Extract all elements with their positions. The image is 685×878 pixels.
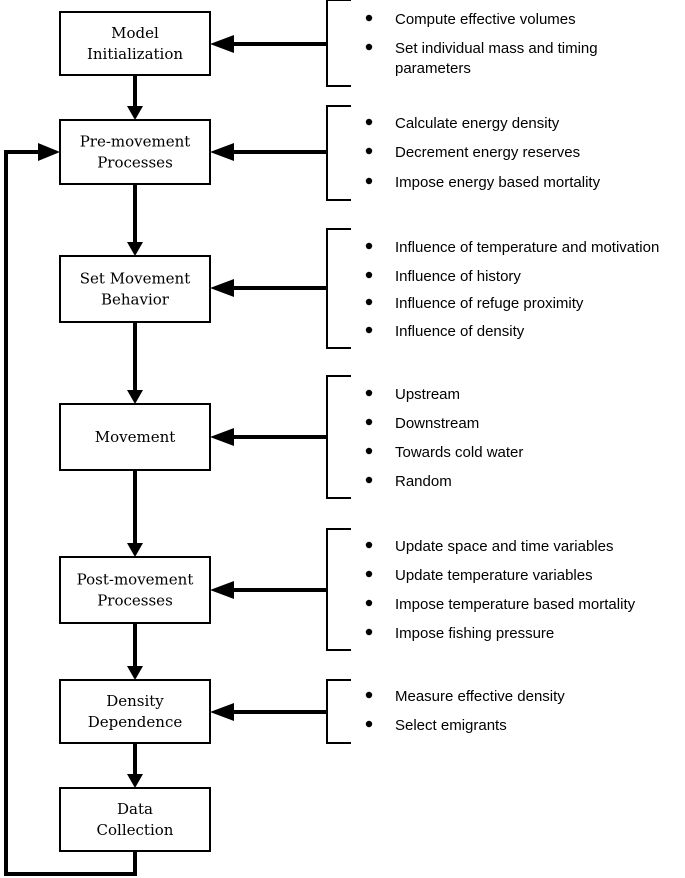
detail-item-text: Measure effective density — [395, 688, 565, 705]
bullet-icon — [365, 418, 373, 426]
bracket-line — [326, 375, 351, 499]
step-label: Model — [111, 24, 159, 42]
bracket-line — [326, 228, 351, 349]
step-movement: Movement — [59, 403, 211, 471]
step-label: Processes — [97, 592, 173, 610]
bracket-line — [326, 679, 351, 744]
bracket-line — [326, 528, 351, 651]
detail-bracket-set-movement-behavior: Influence of temperature and motivationI… — [210, 228, 659, 349]
bullet-icon — [365, 14, 373, 22]
step-label: Density — [106, 692, 164, 710]
step-box — [59, 255, 211, 323]
arrowhead-icon — [38, 143, 60, 161]
step-label: Post-movement — [77, 571, 194, 589]
detail-item-text: Decrement energy reserves — [395, 144, 580, 161]
bullet-icon — [365, 298, 373, 306]
detail-item-text: Select emigrants — [395, 717, 507, 734]
bullet-icon — [365, 599, 373, 607]
step-box — [59, 787, 211, 852]
step-label: Initialization — [87, 45, 183, 63]
detail-item-text: Influence of density — [395, 323, 525, 340]
bullet-icon — [365, 541, 373, 549]
detail-item-text: parameters — [395, 60, 471, 77]
detail-item-text: Influence of temperature and motivation — [395, 239, 659, 256]
detail-item-text: Update space and time variables — [395, 538, 613, 555]
detail-item-text: Impose temperature based mortality — [395, 596, 636, 613]
arrowhead-icon — [127, 106, 143, 120]
bullet-icon — [365, 628, 373, 636]
step-box — [59, 679, 211, 744]
arrowhead-icon — [127, 543, 143, 557]
detail-item-text: Influence of history — [395, 268, 521, 285]
arrowhead-icon — [210, 279, 234, 297]
arrowhead-icon — [210, 703, 234, 721]
step-box — [59, 11, 211, 76]
step-label: Data — [117, 800, 153, 818]
detail-item-text: Impose energy based mortality — [395, 174, 601, 191]
arrowhead-icon — [210, 35, 234, 53]
detail-item-text: Towards cold water — [395, 444, 523, 461]
step-label: Collection — [97, 821, 174, 839]
step-label: Set Movement — [80, 270, 190, 288]
feedback-loop-line — [4, 150, 137, 876]
detail-item-text: Impose fishing pressure — [395, 625, 554, 642]
detail-item-text: Random — [395, 473, 452, 490]
step-box — [59, 119, 211, 185]
bullet-icon — [365, 271, 373, 279]
bullet-icon — [365, 720, 373, 728]
arrowhead-icon — [210, 428, 234, 446]
step-label: Behavior — [101, 291, 170, 309]
bracket-line — [326, 105, 351, 201]
arrowhead-icon — [127, 774, 143, 788]
bullet-icon — [365, 43, 373, 51]
bullet-icon — [365, 147, 373, 155]
bullet-icon — [365, 242, 373, 250]
arrowhead-icon — [127, 390, 143, 404]
detail-item-text: Downstream — [395, 415, 479, 432]
bullet-icon — [365, 177, 373, 185]
bullet-icon — [365, 476, 373, 484]
bracket-line — [326, 0, 351, 87]
arrowhead-icon — [210, 581, 234, 599]
bullet-icon — [365, 326, 373, 334]
arrowhead-icon — [210, 143, 234, 161]
step-label: Processes — [97, 154, 173, 172]
bullet-icon — [365, 570, 373, 578]
step-box — [59, 403, 211, 471]
arrowhead-icon — [127, 666, 143, 680]
detail-item-text: Set individual mass and timing — [395, 40, 598, 57]
step-box — [59, 556, 211, 624]
detail-item-text: Influence of refuge proximity — [395, 295, 584, 312]
bullet-icon — [365, 691, 373, 699]
detail-item-text: Update temperature variables — [395, 567, 593, 584]
step-label: Movement — [95, 428, 176, 446]
bullet-icon — [365, 118, 373, 126]
bullet-icon — [365, 389, 373, 397]
detail-item-text: Compute effective volumes — [395, 11, 576, 28]
detail-item-text: Calculate energy density — [395, 115, 560, 132]
step-label: Pre-movement — [80, 133, 191, 151]
arrowhead-icon — [127, 242, 143, 256]
step-label: Dependence — [88, 713, 183, 731]
bullet-icon — [365, 447, 373, 455]
detail-item-text: Upstream — [395, 386, 460, 403]
